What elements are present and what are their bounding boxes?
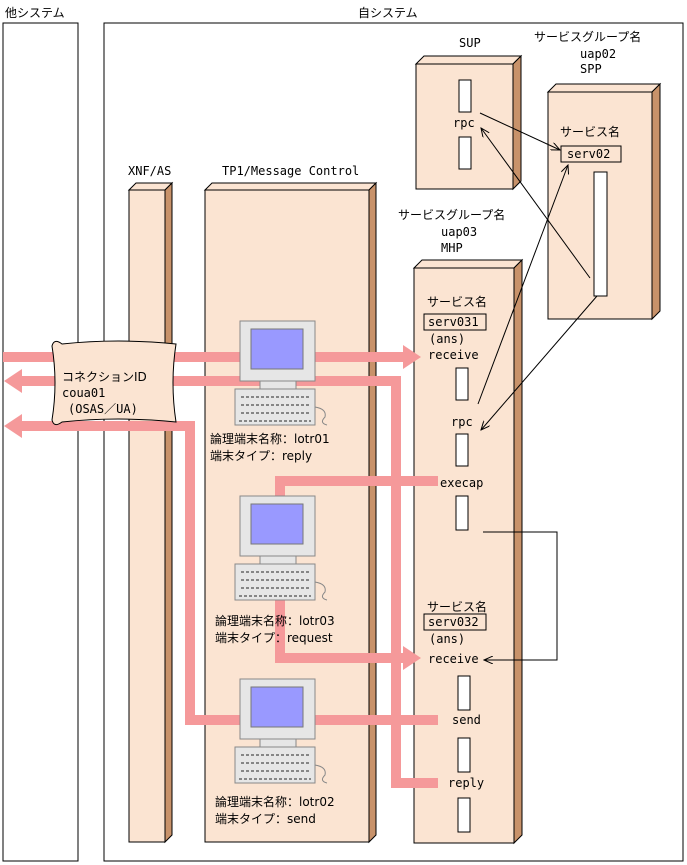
- sup-rpc-label: rpc: [453, 116, 475, 130]
- serv032-label: serv032: [428, 615, 479, 629]
- terminal1-name: 論理端末名称：lotr01: [210, 431, 330, 446]
- sg-name-label-2: サービスグループ名: [398, 207, 505, 222]
- mhp-service-name-2: サービス名: [427, 599, 487, 614]
- sup-slot-top: [458, 79, 472, 113]
- serv031-label: serv031: [428, 315, 479, 329]
- own-system-frame: [103, 22, 684, 862]
- serv02-label: serv02: [567, 147, 610, 161]
- spp-slot: [593, 171, 608, 297]
- uap02-label: uap02: [580, 47, 616, 61]
- connection-id-label: コネクションID: [62, 370, 147, 384]
- own-system-label: 自システム: [358, 6, 418, 20]
- spp-service-name-label: サービス名: [560, 124, 620, 139]
- rpc-call-lines: [477, 112, 598, 660]
- connection-id-card: [51, 340, 177, 426]
- computer-icon: [234, 678, 328, 784]
- terminal2-name: 論理端末名称：lotr03: [215, 613, 335, 628]
- serv02-box: [560, 145, 622, 163]
- mhp-slot-5: [457, 737, 471, 773]
- sup-label: SUP: [459, 36, 481, 50]
- terminal3-type: 端末タイプ：send: [215, 812, 316, 826]
- send-label: send: [452, 713, 481, 727]
- computer-icon: [234, 495, 328, 601]
- execap-label: execap: [440, 476, 483, 490]
- mhp-slot-1: [455, 367, 469, 401]
- terminal2-type: 端末タイプ：request: [215, 631, 333, 645]
- serv031-box: [423, 313, 487, 331]
- computer-icon: [234, 320, 328, 426]
- receive-label-2: receive: [428, 652, 479, 666]
- receive-label-1: receive: [428, 348, 479, 362]
- terminal1-type: 端末タイプ：reply: [210, 449, 312, 463]
- uap03-label: uap03: [441, 225, 477, 239]
- connection-protocol: (OSAS／UA): [68, 402, 138, 416]
- other-system-frame: [2, 22, 79, 862]
- mhp-slot-4: [457, 675, 471, 711]
- reply-label: reply: [448, 776, 484, 790]
- mhp-service-name-1: サービス名: [427, 294, 487, 309]
- mhp-slot-3: [455, 495, 469, 531]
- sup-slot-bottom: [458, 136, 472, 170]
- connection-id-value: coua01: [62, 386, 105, 400]
- mhp-slot-6: [457, 797, 471, 833]
- other-system-label: 他システム: [5, 6, 65, 20]
- ans-label-1: (ans): [429, 332, 465, 346]
- tp1-label: TP1/Message Control: [222, 164, 359, 178]
- ans-label-2: (ans): [429, 632, 465, 646]
- xnf-as-label: XNF/AS: [128, 164, 171, 178]
- spp-label: SPP: [580, 62, 602, 76]
- mhp-rpc-label: rpc: [451, 415, 473, 429]
- sg-name-label-1: サービスグループ名: [534, 29, 641, 44]
- message-flow-arrowheads: [4, 345, 421, 670]
- mhp-slot-2: [455, 433, 469, 467]
- terminal3-name: 論理端末名称：lotr02: [215, 794, 335, 809]
- mhp-label: MHP: [441, 241, 463, 255]
- xnf-as-box: [127, 181, 174, 844]
- serv032-box: [423, 613, 487, 631]
